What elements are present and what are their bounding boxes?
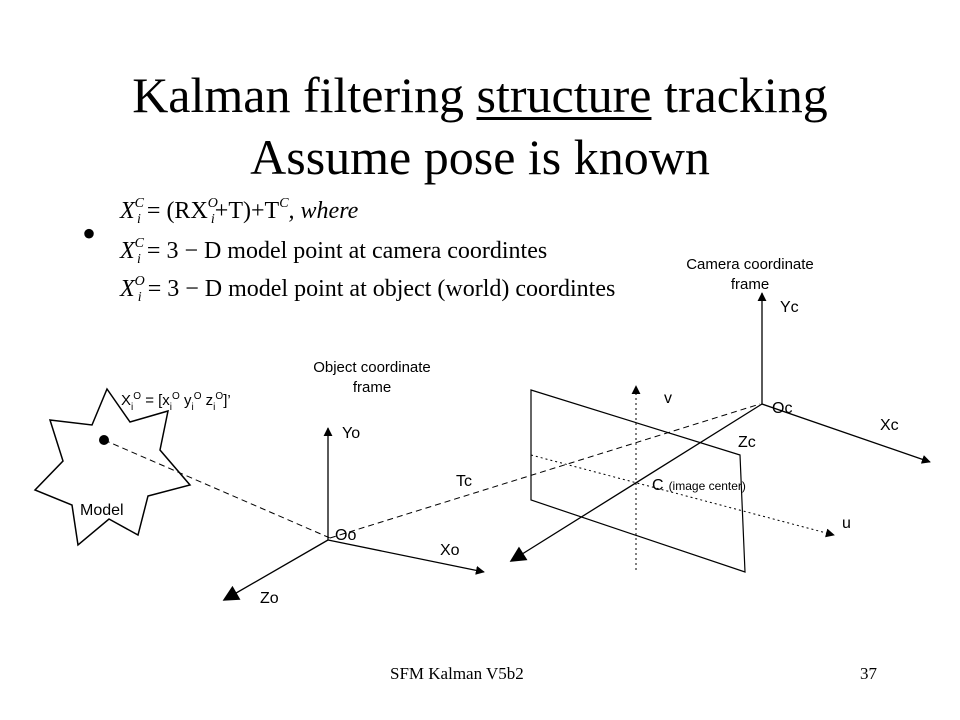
oc-label: Oc	[772, 400, 792, 417]
equation-3: XOi = 3 − D model point at object (world…	[120, 274, 616, 305]
zc-axis	[509, 403, 763, 562]
yo-label: Yo	[342, 425, 360, 442]
model-to-object-origin-line	[103, 439, 331, 539]
object-frame-title-line-1: Object coordinate	[313, 359, 431, 376]
title-underlined-word: structure	[476, 67, 652, 123]
camera-frame-title-line-1: Camera coordinate	[686, 256, 814, 273]
tc-label: Tc	[456, 473, 472, 490]
object-frame-title-line-2: frame	[353, 379, 391, 396]
xo-axis	[327, 539, 485, 575]
camera-frame-title-line-2: frame	[731, 276, 769, 293]
model-star-shape	[33, 387, 192, 547]
xc-label: Xc	[880, 417, 899, 434]
footer-title: SFM Kalman V5b2	[390, 664, 524, 683]
equation-1: XCi = (RXOi+T)+TC, where	[120, 196, 359, 227]
u-label: u	[842, 515, 851, 532]
v-label: v	[664, 390, 672, 407]
image-plane	[530, 389, 746, 573]
slide-title: Kalman filtering structure tracking Assu…	[0, 64, 960, 188]
zc-label: Zc	[738, 434, 756, 451]
image-center-c-label: C(image center)	[652, 477, 746, 494]
zo-label: Zo	[260, 590, 279, 607]
point-equation: XiO = [xiO yiO ziO]’	[121, 391, 231, 413]
equation-2: XCi = 3 − D model point at camera coordi…	[120, 236, 548, 267]
model-label: Model	[80, 502, 124, 519]
xc-axis	[761, 403, 931, 464]
title-line-2: Assume pose is known	[250, 129, 710, 185]
u-axis	[530, 454, 835, 538]
xo-label: Xo	[440, 542, 460, 559]
zo-axis	[222, 539, 329, 601]
bullet: •	[82, 211, 97, 256]
tc-translation-line	[329, 403, 761, 539]
title-line-1: Kalman filtering structure tracking	[132, 67, 828, 123]
yc-label: Yc	[780, 299, 799, 316]
oo-label: Oo	[335, 527, 356, 544]
page-number: 37	[860, 664, 877, 683]
